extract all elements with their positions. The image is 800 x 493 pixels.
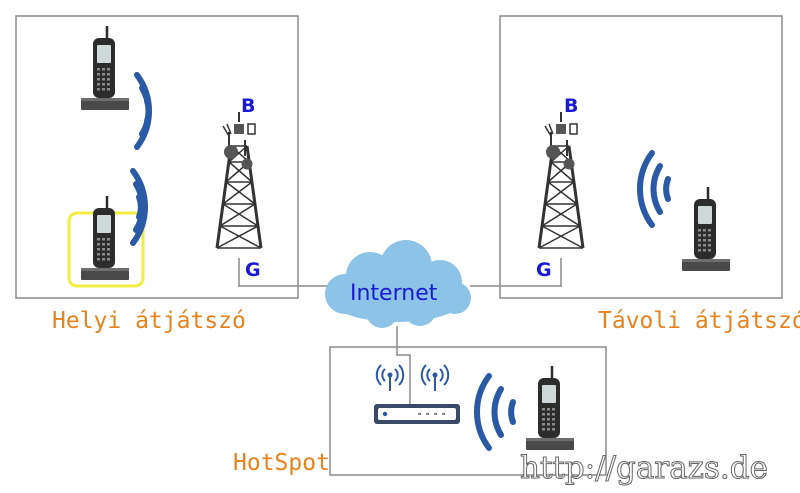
hotspot-frame [329,346,607,476]
remote-tower-icon [537,110,585,250]
local-repeater-label: Helyi átjátszó [52,308,246,334]
radio-wave-icon [130,168,148,246]
local-tower-top-label: B [241,95,255,117]
watermark: http://garazs.de [520,450,768,486]
local-radio-top-icon [79,24,131,112]
local-radio-bottom-icon [79,194,131,282]
remote-repeater-label: Távoli átjátszó [598,308,800,334]
local-tower-icon [215,110,263,250]
wifi-router-icon [374,364,460,424]
hotspot-radio-icon [524,364,576,452]
remote-tower-top-label: B [564,95,578,117]
local-tower-link [238,258,330,287]
cloud-icon [325,240,471,328]
local-radio-selected[interactable] [67,194,145,288]
remote-tower-link [470,258,562,287]
local-tower-bottom-label: G [245,259,261,281]
radio-wave-icon [134,72,152,150]
hotspot-label: HotSpot [233,450,330,476]
local-repeater-frame [15,15,299,299]
remote-repeater-frame [499,15,783,299]
radio-wave-icon [637,150,671,228]
remote-radio-icon [680,185,732,273]
internet-label: Internet [350,281,438,306]
remote-tower-bottom-label: G [536,259,552,281]
radio-wave-icon [474,373,516,451]
router-link [396,347,411,404]
